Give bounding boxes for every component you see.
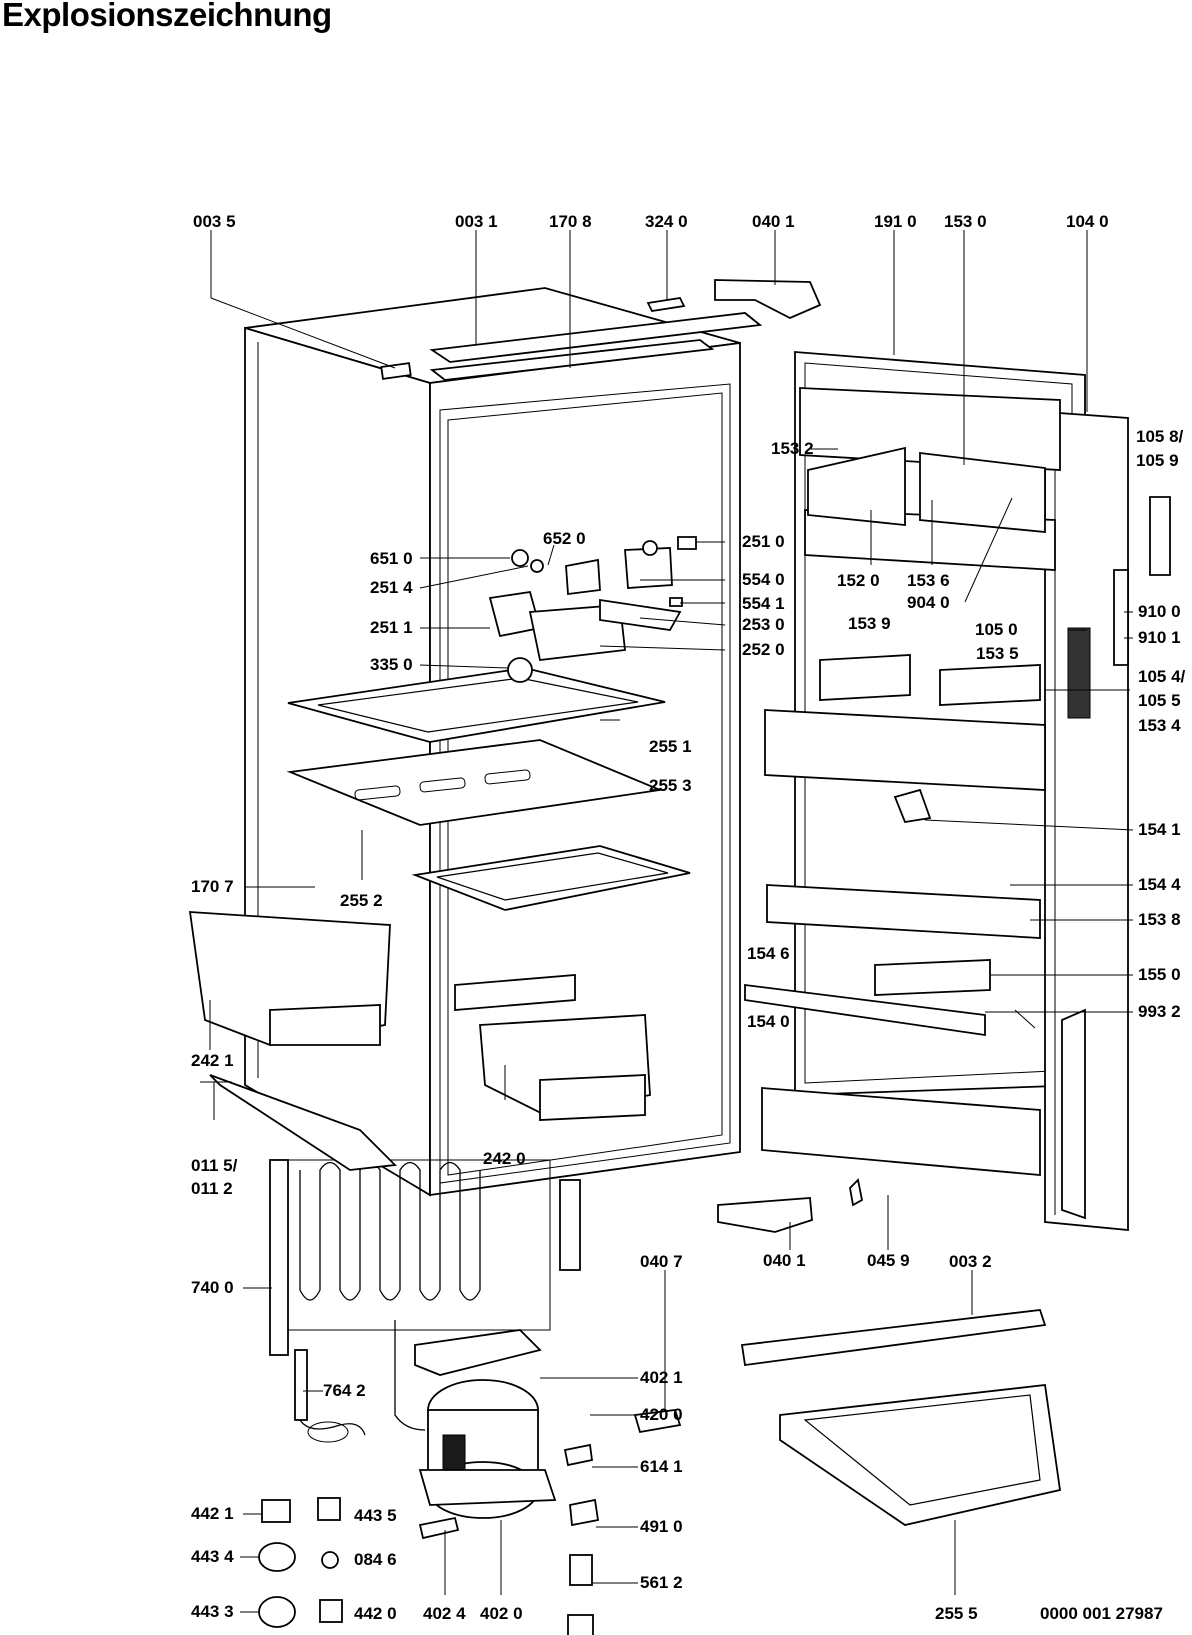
part-label: 904 0 [907, 593, 950, 612]
part-label: 040 1 [763, 1251, 806, 1270]
part-label: 554 0 [742, 570, 785, 589]
part-label: 155 0 [1138, 965, 1181, 984]
part-label: 152 0 [837, 571, 880, 590]
part-label: 420 0 [640, 1405, 683, 1424]
part-label: 154 6 [747, 944, 790, 963]
glass-shelves [286, 667, 691, 911]
part-label: 251 1 [370, 618, 413, 637]
part-label: 011 2 [191, 1179, 233, 1198]
part-label: 255 3 [649, 776, 692, 795]
door-bins [744, 387, 1061, 1176]
part-label: 003 1 [455, 212, 498, 231]
part-label: 105 4/ [1138, 667, 1186, 686]
part-label: 740 0 [191, 1278, 234, 1297]
part-label: 045 9 [867, 1251, 910, 1270]
part-label: 443 4 [191, 1547, 234, 1566]
part-label: 242 0 [483, 1149, 526, 1168]
part-label: 402 4 [423, 1604, 466, 1623]
part-label: 442 1 [191, 1504, 234, 1523]
part-label: 170 8 [549, 212, 592, 231]
part-label: 442 0 [354, 1604, 397, 1623]
part-label: 191 0 [874, 212, 917, 231]
part-label: 443 5 [354, 1506, 397, 1525]
leader-lines [209, 230, 1134, 1613]
part-label: 255 1 [649, 737, 692, 756]
part-label: 252 0 [742, 640, 785, 659]
part-label: 153 4 [1138, 716, 1181, 735]
small-parts [200, 1074, 1062, 1635]
part-label: 335 0 [370, 655, 413, 674]
part-label: 255 2 [340, 891, 383, 910]
part-label: 253 0 [742, 615, 785, 634]
part-label: 105 9 [1136, 451, 1179, 470]
part-label: 251 0 [742, 532, 785, 551]
part-label: 153 0 [944, 212, 987, 231]
part-label: 153 2 [771, 439, 814, 458]
page-title: Explosionszeichnung [2, 0, 332, 33]
part-label: 910 1 [1138, 628, 1181, 647]
part-label: 153 6 [907, 571, 950, 590]
part-label: 324 0 [645, 212, 688, 231]
part-label: 154 1 [1138, 820, 1181, 839]
part-label: 153 5 [976, 644, 1019, 663]
crisper-drawers [188, 911, 651, 1121]
part-label: 402 0 [480, 1604, 523, 1623]
part-label: 170 7 [191, 877, 234, 896]
part-label: 154 0 [747, 1012, 790, 1031]
part-label: 003 5 [193, 212, 236, 231]
part-label: 651 0 [370, 549, 413, 568]
part-label: 154 4 [1138, 875, 1181, 894]
part-label: 084 6 [354, 1550, 397, 1569]
drawing-number: 0000 001 27987 [1040, 1604, 1163, 1623]
part-label: 153 8 [1138, 910, 1181, 929]
part-label: 040 7 [640, 1252, 683, 1271]
refrigeration-unit [269, 1159, 581, 1519]
part-label: 251 4 [370, 578, 413, 597]
part-label: 402 1 [640, 1368, 683, 1387]
part-label: 003 2 [949, 1252, 992, 1271]
part-label: 764 2 [323, 1381, 366, 1400]
part-label: 105 5 [1138, 691, 1181, 710]
part-label: 105 0 [975, 620, 1018, 639]
part-label: 011 5/ [191, 1156, 238, 1175]
part-label: 040 1 [752, 212, 795, 231]
part-label: 652 0 [543, 529, 586, 548]
part-label: 491 0 [640, 1517, 683, 1536]
part-label: 614 1 [640, 1457, 683, 1476]
part-label: 443 3 [191, 1602, 234, 1621]
part-label: 993 2 [1138, 1002, 1181, 1021]
part-label: 153 9 [848, 614, 891, 633]
part-label: 554 1 [742, 594, 785, 613]
part-label: 105 8/ [1136, 427, 1184, 446]
part-label: 255 5 [935, 1604, 978, 1623]
part-label: 104 0 [1066, 212, 1109, 231]
part-label: 561 2 [640, 1573, 683, 1592]
part-label: 242 1 [191, 1051, 234, 1070]
part-label: 910 0 [1138, 602, 1181, 621]
